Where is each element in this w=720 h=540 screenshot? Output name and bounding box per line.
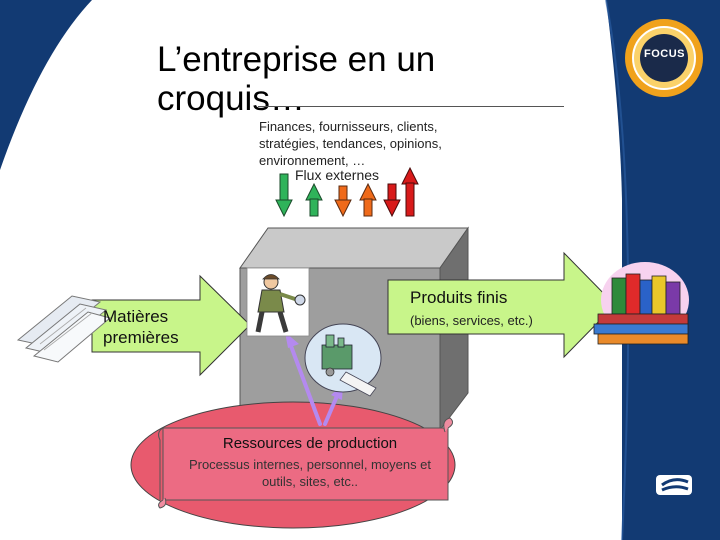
paper-stack-icon — [16, 295, 112, 363]
input-arrow — [91, 274, 251, 377]
external-flow-arrows — [275, 166, 419, 218]
finished-products-sublabel: (biens, services, etc.) — [410, 313, 533, 328]
arrow-up-orange — [359, 182, 377, 217]
factory-machine-icon — [304, 323, 382, 397]
cube-top — [239, 227, 469, 269]
page-title: L’entreprise en un croquis… — [157, 40, 436, 118]
raw-materials-label: Matières premières — [103, 307, 179, 347]
right-frame-curve — [605, 0, 630, 540]
output-arrow — [387, 251, 616, 359]
logo-text: FOCUS — [644, 48, 685, 60]
arrow-down-green — [275, 173, 293, 218]
resources-description: Processus internes, personnel, moyens et… — [188, 457, 432, 489]
finished-products-label: Produits finis — [410, 288, 508, 307]
resource-arrow-left — [289, 344, 322, 426]
external-description: Finances, fournisseurs, clients, stratég… — [259, 119, 442, 168]
corner-logo-icon — [656, 475, 692, 495]
resources-title: Ressources de production — [222, 435, 398, 452]
books-icon — [593, 262, 689, 345]
resources-scroll — [158, 417, 454, 509]
arrow-down-orange — [334, 185, 352, 218]
arrow-up-red — [401, 166, 419, 217]
resource-arrow-right — [323, 394, 339, 426]
worker-icon — [246, 267, 310, 337]
arrow-up-green — [305, 182, 323, 217]
external-flow-label: Flux externes — [295, 167, 380, 183]
arrow-down-red — [383, 183, 401, 218]
company-logo-icon — [625, 19, 703, 97]
title-underline — [258, 106, 564, 107]
